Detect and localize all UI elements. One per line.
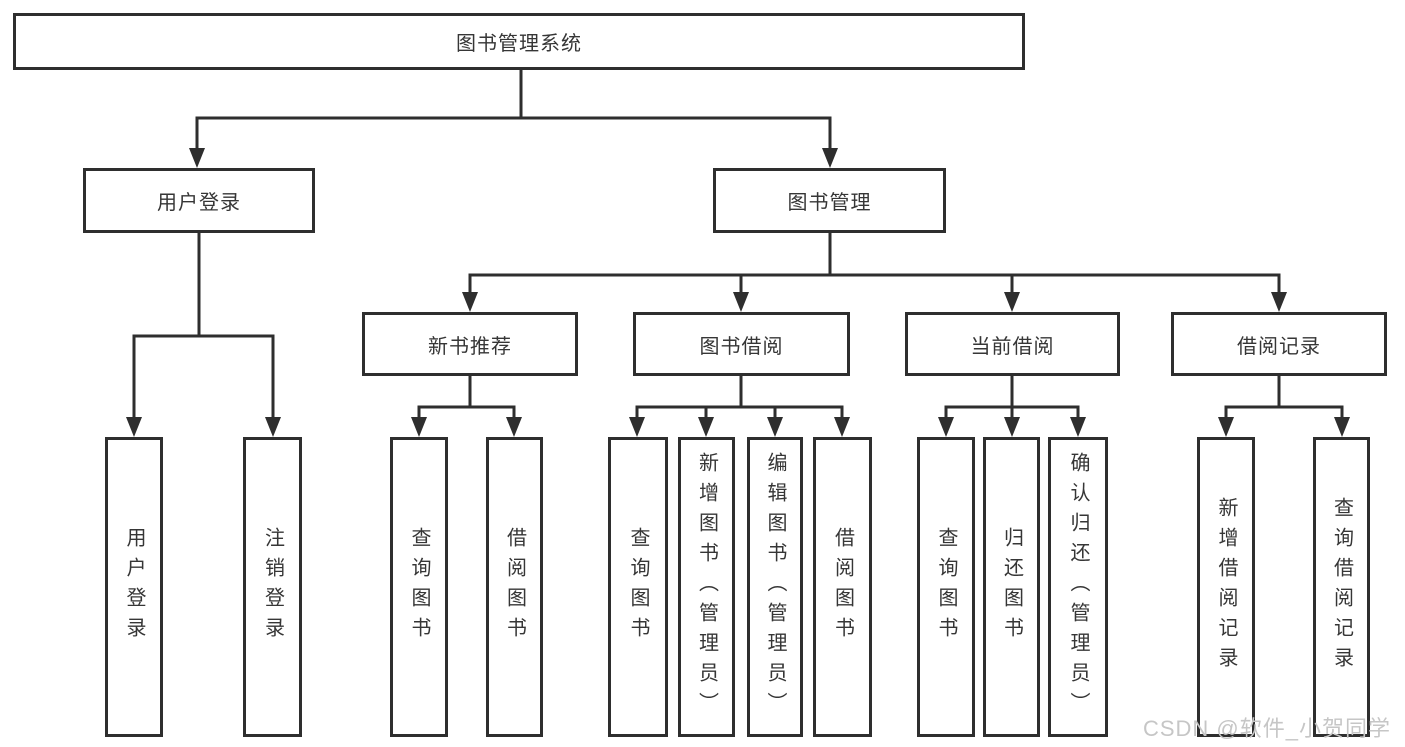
node-cb-confirm-return: 确认归还（管理员） <box>1048 437 1108 737</box>
node-cb-return-book: 归还图书 <box>983 437 1040 737</box>
node-current-borrow: 当前借阅 <box>905 312 1120 376</box>
node-nbr-query-book: 查询图书 <box>390 437 448 737</box>
edge-book-borrow-children <box>629 376 850 437</box>
edge-root-to-level2 <box>189 70 838 168</box>
node-nbr-borrow-book: 借阅图书 <box>486 437 543 737</box>
node-bb-edit-book: 编辑图书（管理员） <box>747 437 803 737</box>
node-label: 借阅图书 <box>831 527 854 647</box>
node-user-login: 用户登录 <box>83 168 315 233</box>
edge-borrow-records-children <box>1218 376 1350 437</box>
node-label: 编辑图书（管理员） <box>764 452 786 722</box>
node-label: 图书管理 <box>787 192 872 214</box>
node-root: 图书管理系统 <box>13 13 1025 70</box>
node-label: 新增图书（管理员） <box>695 452 718 722</box>
node-label: 借阅图书 <box>503 527 526 647</box>
node-label: 查询借阅记录 <box>1330 497 1353 677</box>
node-leaf-logout: 注销登录 <box>243 437 302 737</box>
edge-user-login-children <box>126 233 281 437</box>
node-book-mgmt: 图书管理 <box>713 168 946 233</box>
node-book-borrow: 图书借阅 <box>633 312 850 376</box>
node-label: 新增借阅记录 <box>1215 497 1237 677</box>
node-label: 图书管理系统 <box>456 33 582 55</box>
node-label: 注销登录 <box>261 527 284 647</box>
node-label: 当前借阅 <box>970 335 1055 358</box>
node-label: 用户登录 <box>157 192 241 214</box>
node-label: 图书借阅 <box>699 335 784 358</box>
node-label: 借阅记录 <box>1237 335 1321 358</box>
node-label: 查询图书 <box>408 527 430 647</box>
edge-new-book-rec-children <box>411 376 522 437</box>
node-label: 确认归还（管理员） <box>1067 452 1089 722</box>
node-label: 用户登录 <box>123 527 145 647</box>
node-label: 查询图书 <box>935 527 957 647</box>
node-bb-borrow-book: 借阅图书 <box>813 437 872 737</box>
watermark: CSDN @软件_小贺同学 <box>1142 716 1391 741</box>
node-borrow-records: 借阅记录 <box>1171 312 1387 376</box>
edge-book-mgmt-children <box>462 233 1287 312</box>
node-leaf-user-login: 用户登录 <box>105 437 163 737</box>
node-br-add-record: 新增借阅记录 <box>1197 437 1255 737</box>
node-cb-query-book: 查询图书 <box>917 437 975 737</box>
node-bb-query-book: 查询图书 <box>608 437 668 737</box>
node-label: 归还图书 <box>1000 527 1023 647</box>
node-new-book-rec: 新书推荐 <box>362 312 578 376</box>
node-br-query-record: 查询借阅记录 <box>1313 437 1370 737</box>
edge-current-borrow-children <box>938 376 1086 437</box>
node-label: 查询图书 <box>627 527 649 647</box>
node-label: 新书推荐 <box>428 335 512 358</box>
node-bb-add-book: 新增图书（管理员） <box>678 437 735 737</box>
